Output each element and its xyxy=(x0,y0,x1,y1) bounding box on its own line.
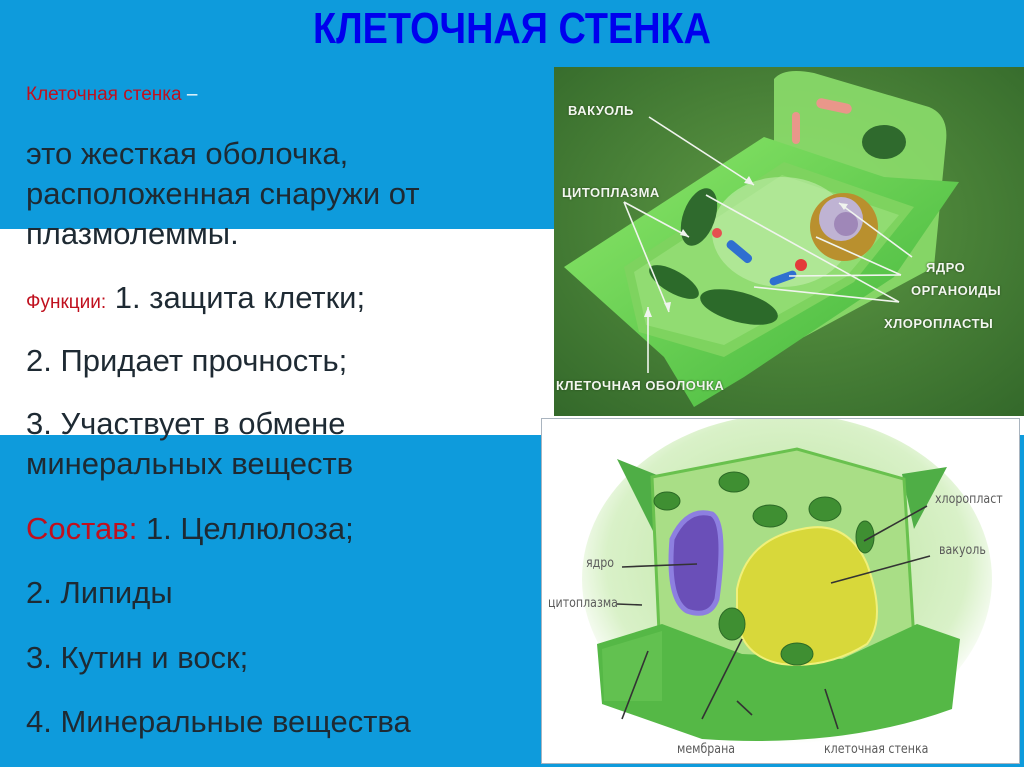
label-membrane-bottom: мембрана xyxy=(677,742,736,757)
label-chloroplasts-top: ХЛОРОПЛАСТЫ xyxy=(884,316,994,331)
composition-label: Состав: xyxy=(26,511,138,546)
label-cell-wall-bottom: клеточная стенка xyxy=(824,742,929,757)
definition-dash: – xyxy=(181,84,198,105)
plant-cell-3d-image: ВАКУОЛЬ ЦИТОПЛАЗМА ЯДРО ОРГАНОИДЫ ХЛОРОП… xyxy=(554,67,1024,416)
function-item-3-cont: минеральных веществ xyxy=(26,446,354,481)
definition-heading: Клеточная стенка – xyxy=(26,77,197,113)
label-nucleus-bottom: ядро xyxy=(586,556,615,571)
functions-row-1: Функции: 1. защита клетки; xyxy=(26,280,365,321)
label-organelles-top: ОРГАНОИДЫ xyxy=(911,283,1002,298)
definition-line-3: плазмолеммы. xyxy=(26,216,239,251)
definition-line-1: это жесткая оболочка, xyxy=(26,136,349,171)
function-item-1: 1. защита клетки; xyxy=(114,280,366,315)
plant-cell-3d-illustration xyxy=(554,67,1024,416)
composition-item-4: 4. Минеральные вещества xyxy=(26,704,411,739)
composition-item-1: 1. Целлюлоза; xyxy=(145,511,354,546)
composition-item-3: 3. Кутин и воск; xyxy=(26,640,249,675)
label-nucleus-top: ЯДРО xyxy=(926,260,966,275)
function-item-2: 2. Придает прочность; xyxy=(26,343,348,378)
definition-line-2: расположенная снаружи от xyxy=(26,176,420,211)
plant-cell-section-image: хлоропласт вакуоль ядро цитоплазма мембр… xyxy=(541,418,1020,764)
label-cytoplasm-top: ЦИТОПЛАЗМА xyxy=(562,185,660,200)
label-vacuole-top: ВАКУОЛЬ xyxy=(568,103,634,118)
slide-title: КЛЕТОЧНАЯ СТЕНКА xyxy=(313,4,711,53)
plant-cell-section-illustration xyxy=(542,419,1019,763)
composition-row-1: Состав: 1. Целлюлоза; xyxy=(26,511,354,547)
function-item-3: 3. Участвует в обмене xyxy=(26,406,346,441)
label-cytoplasm-bottom: цитоплазма xyxy=(548,596,618,611)
label-chloroplast-bottom: хлоропласт xyxy=(935,492,1003,507)
label-vacuole-bottom: вакуоль xyxy=(939,543,986,558)
definition-term: Клеточная стенка xyxy=(26,84,182,105)
label-cell-envelope-top: КЛЕТОЧНАЯ ОБОЛОЧКА xyxy=(556,378,725,393)
functions-label: Функции: xyxy=(26,292,107,313)
composition-item-2: 2. Липиды xyxy=(26,575,173,610)
